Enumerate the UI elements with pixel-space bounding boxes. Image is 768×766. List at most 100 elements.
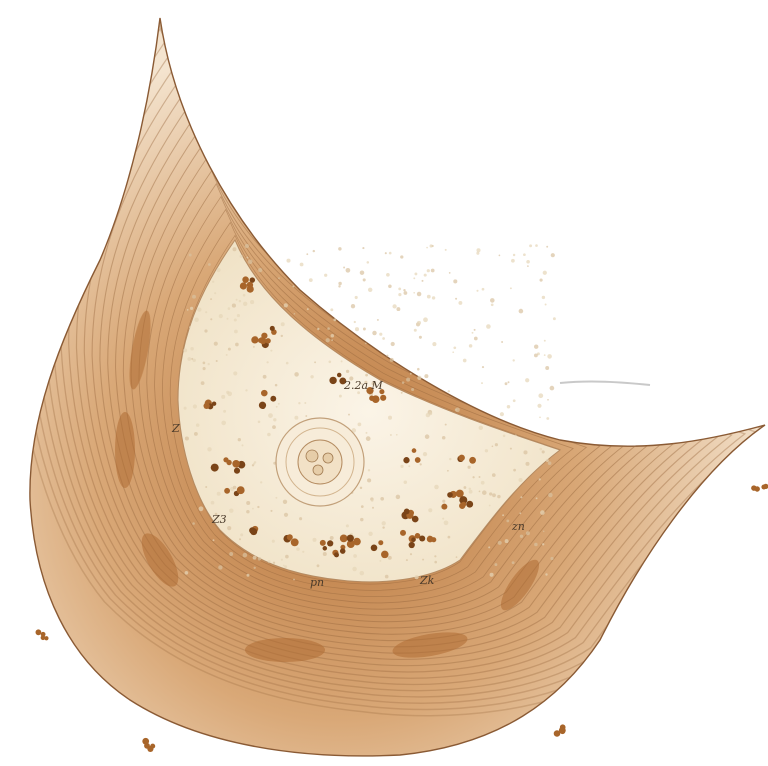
speckle-dot <box>304 402 306 404</box>
speckle-dot <box>445 424 447 426</box>
speckle-dot <box>513 254 515 256</box>
speckle-dot <box>201 381 205 385</box>
speckle-dot <box>328 360 331 363</box>
label-left-lower: Z3 <box>211 513 227 526</box>
speckle-dot <box>445 249 447 251</box>
speckle-dot <box>284 303 288 307</box>
speckle-dot <box>413 292 415 294</box>
speckle-dot <box>414 272 417 275</box>
speckle-dot <box>245 389 247 391</box>
speckle-dot <box>479 491 481 493</box>
speckle-dot <box>510 448 512 450</box>
speckle-dot <box>537 404 541 408</box>
speckle-dot <box>353 554 357 558</box>
speckle-dot <box>386 273 390 277</box>
speckle-dot <box>458 301 462 305</box>
speckle-dot <box>385 575 389 579</box>
speckle-dot <box>368 469 370 471</box>
speckle-dot <box>447 470 449 472</box>
speckle-dot <box>214 292 216 294</box>
speckle-dot <box>519 478 523 482</box>
granule <box>261 390 268 397</box>
speckle-dot <box>309 278 313 282</box>
speckle-dot <box>208 363 210 365</box>
speckle-dot <box>469 490 473 494</box>
speckle-dot <box>479 476 481 478</box>
speckle-dot <box>495 443 498 446</box>
speckle-dot <box>489 505 491 507</box>
granule <box>242 276 249 283</box>
speckle-dot <box>360 571 365 576</box>
speckle-dot <box>306 253 308 255</box>
speckle-dot <box>543 271 547 275</box>
speckle-dot <box>234 330 238 334</box>
speckle-dot <box>360 518 363 521</box>
speckle-dot <box>307 308 309 310</box>
speckle-dot <box>499 255 501 257</box>
speckle-dot <box>417 292 422 297</box>
speckle-dot <box>390 434 392 436</box>
speckle-dot <box>229 552 233 556</box>
speckle-dot <box>424 374 428 378</box>
speckle-dot <box>237 314 240 317</box>
speckle-dot <box>519 309 524 314</box>
speckle-dot <box>355 296 358 299</box>
speckle-dot <box>275 497 277 499</box>
granule <box>400 530 406 536</box>
central-cell <box>276 418 364 506</box>
speckle-dot <box>343 267 345 269</box>
speckle-dot <box>488 546 490 548</box>
speckle-dot <box>278 277 280 279</box>
speckle-dot <box>367 478 371 482</box>
speckle-dot <box>419 336 422 339</box>
speckle-dot <box>189 254 192 257</box>
speckle-dot <box>341 360 343 362</box>
speckle-dot <box>284 565 287 568</box>
speckle-dot <box>453 346 456 349</box>
speckle-dot <box>400 255 403 258</box>
speckle-dot <box>529 244 532 247</box>
speckle-dot <box>428 508 432 512</box>
speckle-dot <box>553 317 556 320</box>
speckle-dot <box>391 342 395 346</box>
speckle-dot <box>490 573 494 577</box>
speckle-dot <box>463 359 467 363</box>
speckle-dot <box>245 244 249 248</box>
speckle-dot <box>515 434 517 436</box>
granule <box>323 546 328 551</box>
speckle-dot <box>229 508 233 512</box>
speckle-dot <box>511 259 515 263</box>
speckle-dot <box>542 543 544 545</box>
speckle-dot <box>426 247 428 249</box>
speckle-dot <box>246 257 248 259</box>
speckle-dot <box>539 448 542 451</box>
speckle-dot <box>267 433 271 437</box>
speckle-dot <box>363 328 366 331</box>
speckle-dot <box>197 307 201 311</box>
granule <box>447 492 453 498</box>
speckle-dot <box>189 326 191 328</box>
speckle-dot <box>346 268 351 273</box>
speckle-dot <box>508 381 510 383</box>
granule <box>469 457 476 464</box>
speckle-dot <box>203 362 206 365</box>
speckle-dot <box>191 358 193 360</box>
granule <box>291 538 299 546</box>
speckle-dot <box>388 556 392 560</box>
speckle-dot <box>232 304 236 308</box>
speckle-dot <box>192 295 196 299</box>
speckle-dot <box>377 319 379 321</box>
speckle-dot <box>253 556 257 560</box>
speckle-dot <box>472 332 474 334</box>
speckle-dot <box>352 567 356 571</box>
stray-granule <box>142 738 149 745</box>
speckle-dot <box>258 557 261 560</box>
speckle-dot <box>281 335 283 337</box>
speckle-dot <box>250 300 254 304</box>
speckle-dot <box>313 250 315 252</box>
speckle-dot <box>363 278 366 281</box>
speckle-dot <box>210 298 212 300</box>
speckle-dot <box>273 562 275 564</box>
speckle-dot <box>472 476 474 478</box>
speckle-dot <box>411 388 414 391</box>
